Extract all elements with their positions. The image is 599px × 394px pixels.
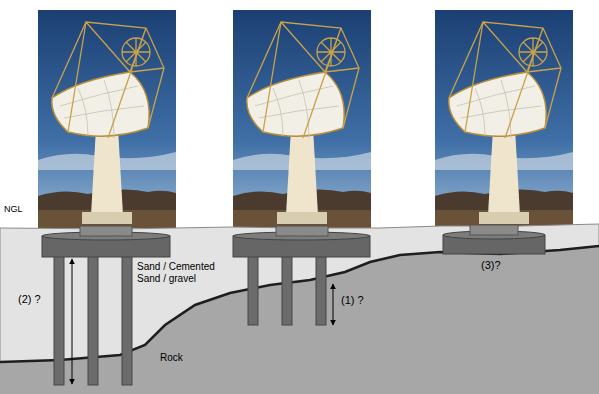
label-text: (2) ? — [18, 293, 41, 306]
label-text: NGL — [4, 204, 23, 214]
label-text: Rock — [160, 352, 183, 364]
telescope-photo — [435, 10, 573, 228]
depth-arrow — [333, 284, 334, 325]
telescope-photo — [38, 10, 176, 228]
label-text: (1) ? — [341, 294, 364, 307]
label-box: (2) ? — [18, 293, 41, 306]
pad-foundation — [443, 225, 545, 254]
label-box: (3)? — [481, 259, 501, 272]
label-box: (1) ? — [341, 294, 364, 307]
label-box: Sand / Cemented Sand / gravel — [137, 261, 221, 284]
depth-arrow — [72, 259, 73, 384]
label-text: (3)? — [481, 259, 501, 272]
label-box: Rock — [160, 352, 183, 364]
rock-layer — [0, 246, 599, 394]
telescope-photo — [233, 10, 371, 228]
label-box: NGL — [4, 204, 23, 214]
label-text: Sand / Cemented Sand / gravel — [137, 261, 221, 284]
pile-foundation — [42, 226, 170, 385]
sand-layer — [0, 224, 599, 394]
pile-foundation — [233, 226, 370, 325]
